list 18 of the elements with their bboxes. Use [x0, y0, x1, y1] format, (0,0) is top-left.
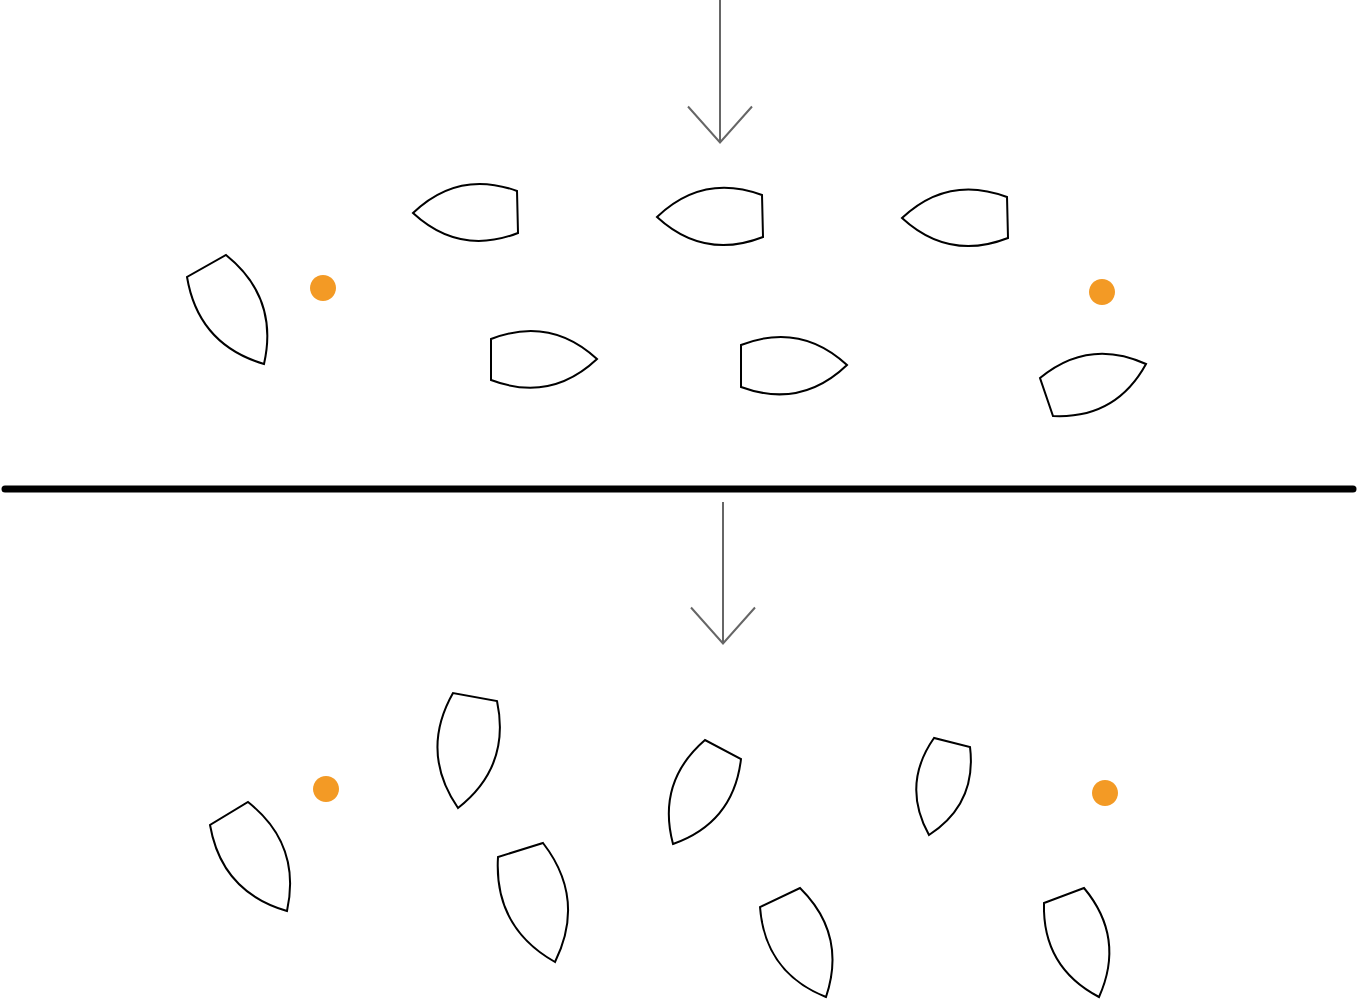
- dot: [1092, 780, 1118, 806]
- leaf-shape: [759, 887, 834, 998]
- leaf-shape: [490, 330, 598, 389]
- leaf-shape: [667, 739, 742, 845]
- leaf-shape: [915, 737, 972, 836]
- leaf-shape: [901, 188, 1009, 247]
- leaf-shape: [496, 842, 569, 963]
- dot: [1089, 279, 1115, 305]
- leaf-shape: [186, 254, 269, 365]
- leaf-shape: [209, 801, 291, 912]
- dot: [310, 275, 336, 301]
- leaf-shape: [1043, 887, 1111, 998]
- leaf-shape: [740, 336, 848, 396]
- leaf-shape: [1039, 352, 1147, 418]
- leaf-shape: [436, 692, 501, 809]
- leaf-shape: [412, 182, 519, 242]
- dot: [313, 776, 339, 802]
- leaf-shape: [656, 186, 764, 246]
